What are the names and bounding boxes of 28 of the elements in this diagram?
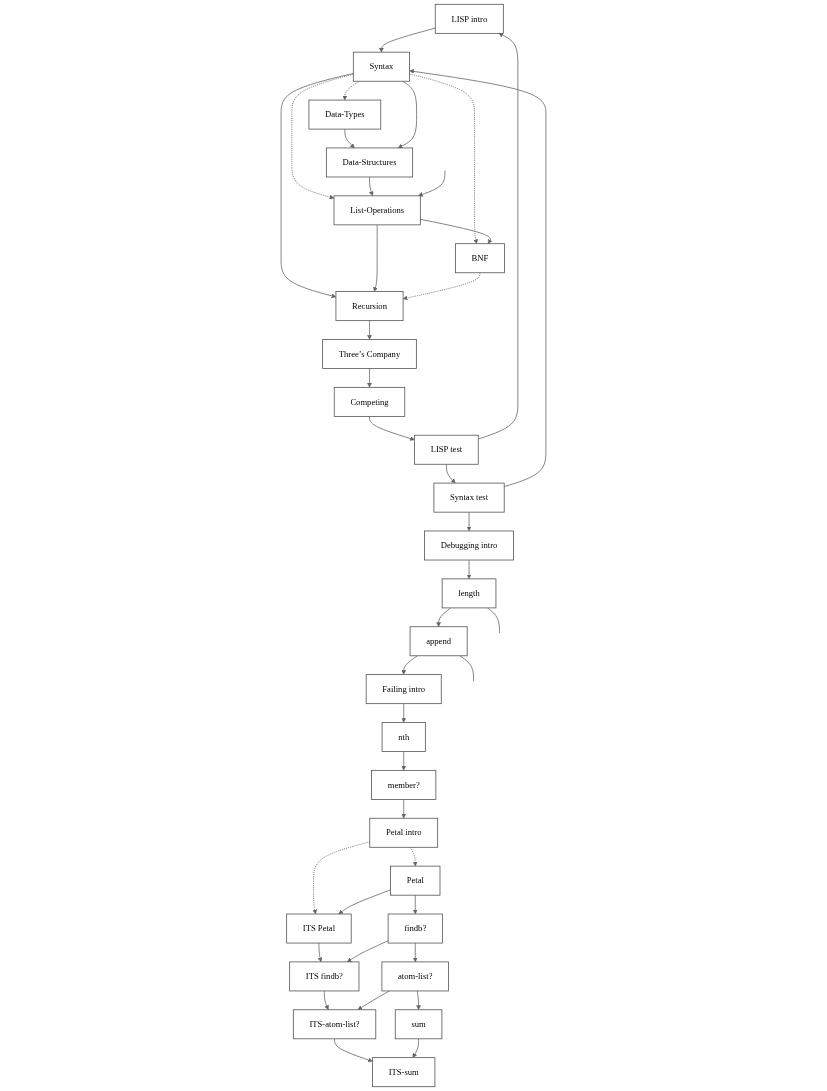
node-box: Syntax test [433,482,505,513]
node-box: LISP test [414,434,479,465]
node-box: Recursion [335,291,404,322]
node-box: Debugging intro [424,530,514,561]
node-box: Failing intro [365,674,442,705]
node-box: List-Operations [333,195,421,226]
node-box: LISP intro [434,3,504,34]
connector [487,607,500,634]
node-box: member? [371,769,437,800]
node-box: nth [381,722,426,752]
node-box: ITS-sum [372,1057,436,1088]
node-box: length [441,578,497,609]
connector [459,655,474,682]
node-box: Competing [333,386,406,417]
node-box: Syntax [352,51,410,82]
node-box: Data-Structures [325,147,414,178]
node-box: Three’s Company [322,339,417,369]
node-box: ITS findb? [289,961,360,992]
node-box: ITS Petal [286,913,352,944]
node-box: atom-list? [381,961,449,992]
node-box: sum [394,1009,443,1040]
node-box: BNF [455,243,505,274]
node-box: Petal [390,865,441,896]
node-box: append [409,626,468,657]
node-box: ITS-atom-list? [292,1009,377,1040]
node-box: Data-Types [308,99,382,130]
node-box: Petal intro [369,817,439,848]
node-box: findb? [387,913,443,944]
